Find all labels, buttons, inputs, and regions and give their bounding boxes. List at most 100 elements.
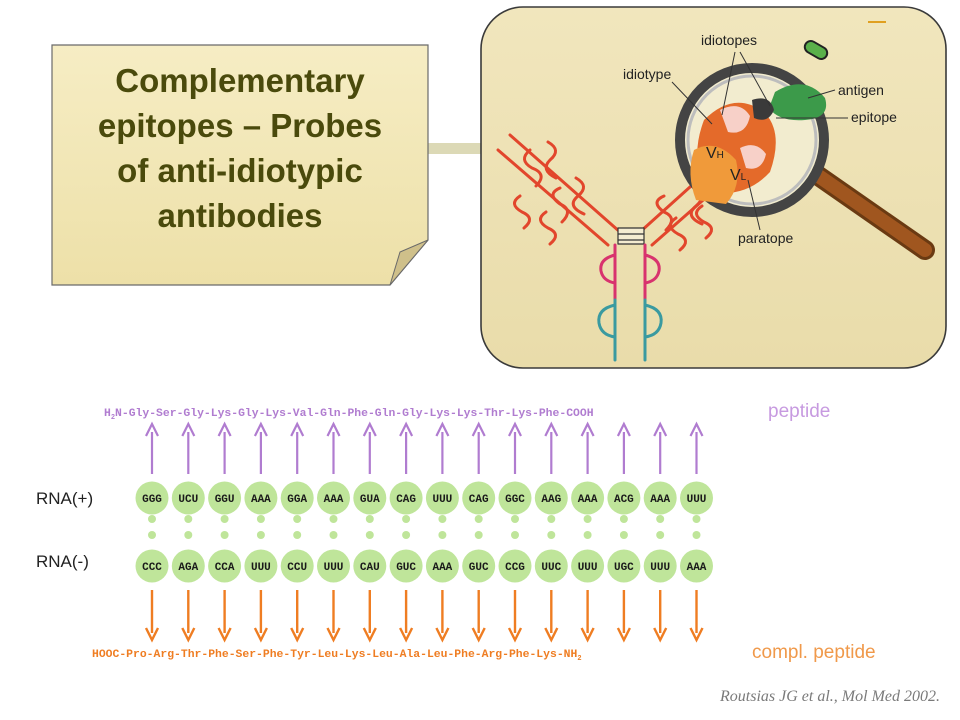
peptide-arrow (399, 421, 414, 474)
rna-minus-codon: UUU (317, 549, 350, 583)
pair-dot (256, 515, 265, 523)
codon-label: AAA (432, 562, 452, 574)
rna-plus-codon: CAG (389, 481, 423, 515)
base-pair-dots (148, 515, 701, 539)
codon-label: GUA (360, 494, 380, 506)
peptide-arrow (471, 421, 486, 474)
pair-dot (365, 531, 374, 539)
rna-minus-codon: UUU (643, 549, 677, 583)
pair-dot (583, 531, 592, 539)
rna-minus-codon: UUU (571, 549, 605, 583)
peptide-arrow (508, 421, 522, 474)
pair-dot (619, 531, 628, 539)
codon-label: UUC (541, 562, 561, 574)
fc-upper (599, 243, 661, 302)
codon-label: CAG (469, 494, 489, 506)
pair-dot (329, 515, 338, 523)
rna-minus-label: RNA(-) (36, 552, 89, 571)
codon-label: AAA (578, 494, 598, 506)
codon-label: AAA (650, 494, 670, 506)
hinge (617, 227, 645, 245)
codon-label: UCU (178, 494, 198, 506)
compl-arrow (362, 590, 377, 643)
rna-plus-codon: UCU (171, 481, 205, 515)
vl-domain (690, 145, 738, 204)
pair-dot (474, 531, 483, 539)
rna-plus-codon: GUA (353, 481, 387, 515)
peptide-label: peptide (768, 401, 830, 422)
codon-label: CAG (396, 494, 416, 506)
codon-label: UUU (324, 562, 344, 574)
rna-minus-codon: UUC (534, 549, 568, 583)
pair-dot (438, 531, 447, 539)
rna-minus-codon: CAU (353, 549, 387, 583)
pair-dot (402, 531, 411, 539)
pair-dot (547, 531, 556, 539)
peptide-arrow (217, 421, 232, 474)
connector-bar (428, 143, 490, 154)
rna-minus-codon: GUC (462, 549, 496, 583)
peptide-arrow (326, 421, 341, 474)
title-line-1: Complementary (115, 62, 365, 99)
peptide-arrow (362, 421, 377, 474)
pair-dot (184, 515, 193, 523)
codon-label: UUU (578, 562, 598, 574)
compl-arrow (181, 590, 196, 643)
codon-label: UUU (251, 562, 271, 574)
codon-label: UUU (650, 562, 670, 574)
peptide-arrow (653, 421, 668, 474)
rna-minus-codon: CCA (208, 549, 242, 583)
peptide-arrows (145, 421, 704, 474)
pair-dot (220, 515, 229, 523)
pair-dot (148, 515, 156, 523)
peptide-arrow (181, 421, 196, 474)
rna-plus-codon: AAA (571, 481, 605, 515)
codon-label: GGA (287, 494, 307, 506)
pair-dot (692, 515, 701, 523)
codon-label: GGG (142, 494, 162, 506)
peptide-arrow (580, 421, 595, 474)
rna-plus-codon: CAG (462, 481, 496, 515)
rna-minus-codon: CCG (498, 549, 532, 583)
codon-label: AAA (251, 494, 271, 506)
rna-plus-codon: ACG (607, 481, 641, 515)
rna-minus-codon: CCC (135, 549, 169, 583)
pair-dot (329, 531, 338, 539)
rna-plus-codon: AAA (643, 481, 677, 515)
fc-lower (597, 298, 663, 362)
rna-plus-codon: AAA (317, 481, 350, 515)
rna-plus-codon: GGG (135, 481, 169, 515)
peptide-arrow (689, 421, 704, 474)
compl-arrow (435, 590, 450, 643)
codon-label: GUC (469, 562, 489, 574)
rna-plus-codon: GGU (208, 481, 242, 515)
label-vl: VL (730, 167, 747, 184)
citation: Routsias JG et al., Mol Med 2002. (720, 688, 940, 705)
pair-dot (220, 531, 229, 539)
peptide-arrow (616, 421, 631, 474)
compl-arrow (507, 590, 523, 643)
label-paratope: paratope (738, 230, 793, 246)
codon-label: CAU (360, 562, 380, 574)
magnifier-handle (800, 160, 935, 260)
pair-dot (511, 515, 519, 523)
codon-label: CCU (287, 562, 307, 574)
rna-plus-codons: GGG UCU GGU AAA GGA AAA GUA CAG UUU CAG GGC AAG AAA A… (135, 481, 713, 515)
codon-label: AAG (541, 494, 561, 506)
title-line-3: of anti-idiotypic (117, 152, 363, 189)
rna-plus-codon: UUU (425, 481, 459, 515)
rna-minus-codon: AGA (171, 549, 205, 583)
codon-label: CCC (142, 562, 162, 574)
rna-minus-codon: AAA (680, 549, 713, 583)
pair-dot (293, 515, 302, 523)
codon-label: GGC (505, 494, 525, 506)
pair-dot (656, 531, 665, 539)
peptide-sequence: H2N-Gly-Ser-Gly-Lys-Gly-Lys-Val-Gln-Phe-… (104, 408, 594, 422)
compl-peptide-label: compl. peptide (752, 642, 876, 663)
codon-label: CCA (215, 562, 235, 574)
compl-arrow (580, 590, 595, 643)
codon-label: AGA (178, 562, 198, 574)
pair-dot (148, 531, 156, 539)
